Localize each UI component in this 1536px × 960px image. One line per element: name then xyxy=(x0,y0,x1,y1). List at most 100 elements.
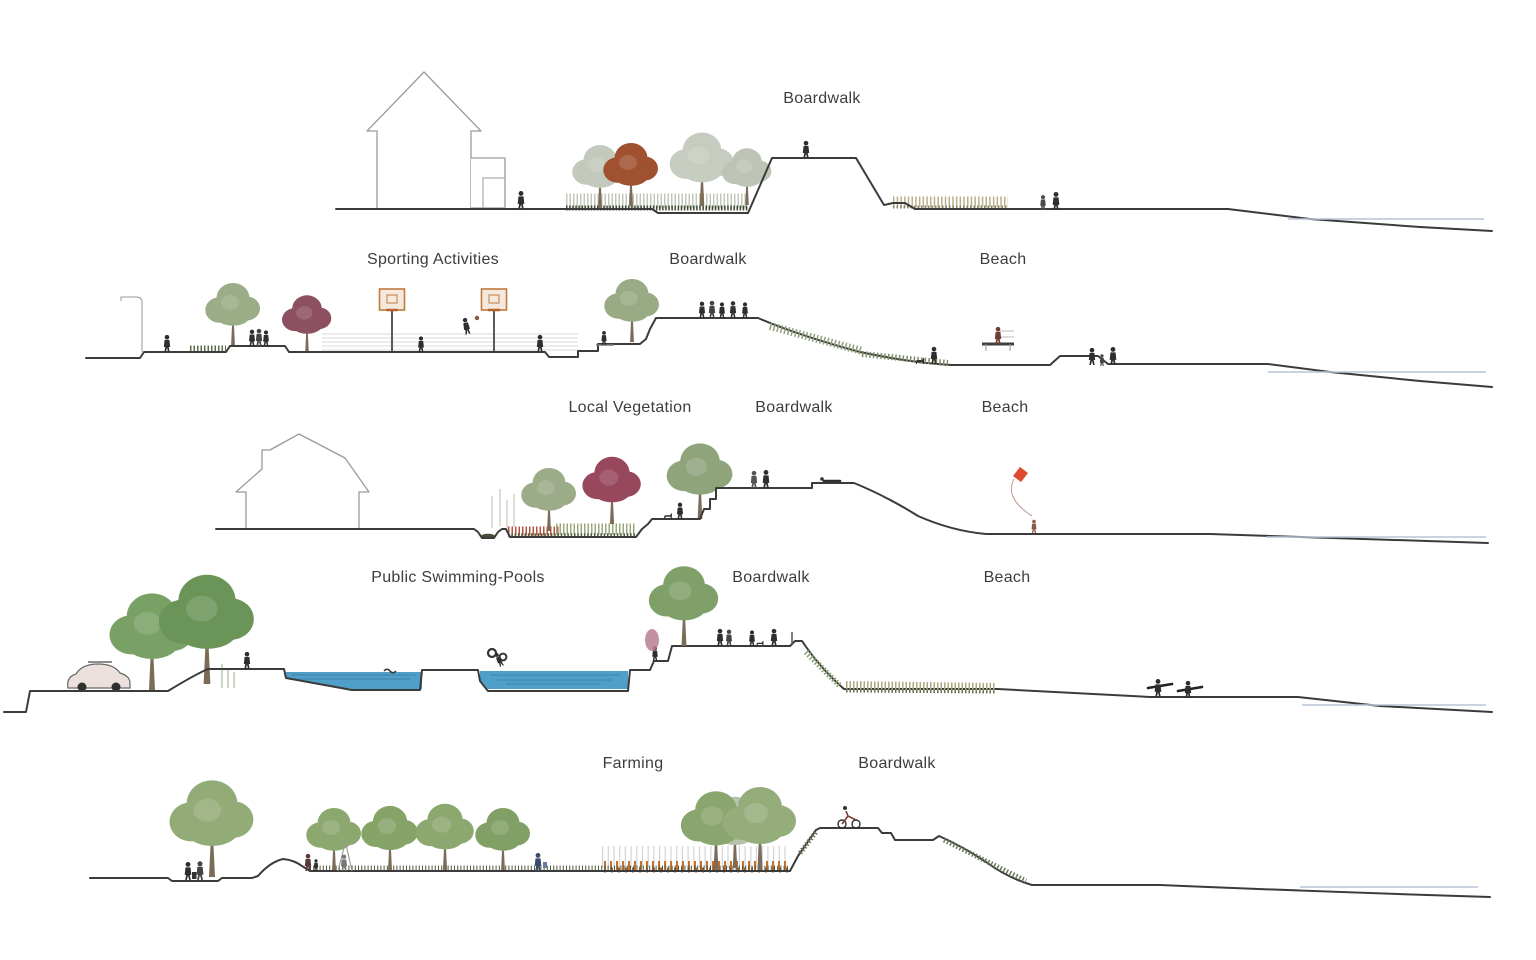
orchard-tree xyxy=(414,802,475,872)
surfer xyxy=(1184,680,1192,698)
family-person xyxy=(1109,347,1117,365)
tall-stems xyxy=(491,489,515,528)
section-label: Sporting Activities xyxy=(367,251,499,268)
slope-grass-band xyxy=(942,837,1028,884)
section-label: Boardwalk xyxy=(858,755,936,772)
group-person xyxy=(255,328,263,346)
basketball xyxy=(474,315,480,321)
tree xyxy=(665,442,734,520)
orchard-tree xyxy=(305,807,362,872)
terrain-line xyxy=(335,157,1493,232)
terrain-line xyxy=(89,827,1491,898)
surfer xyxy=(1154,679,1162,697)
person-with-dog xyxy=(676,502,684,519)
tree xyxy=(603,278,660,343)
orchard-tree xyxy=(474,807,531,872)
swimmer xyxy=(383,668,397,674)
swimming-pools xyxy=(286,647,628,689)
car xyxy=(67,661,131,692)
ladder xyxy=(337,839,353,872)
dune-grass-band xyxy=(803,649,843,689)
house-outline xyxy=(366,71,506,209)
surfers xyxy=(1146,679,1204,698)
family-person xyxy=(1088,347,1096,365)
person-figure xyxy=(517,191,525,209)
kite xyxy=(1013,467,1028,482)
section-5: Farming Boardwalk xyxy=(89,755,1491,898)
slope-grass-band xyxy=(798,830,818,855)
section-label: Public Swimming-Pools xyxy=(371,569,544,586)
terrain-line xyxy=(215,482,1489,544)
terrain-line xyxy=(85,317,1493,388)
boardwalk-person xyxy=(742,302,748,318)
boardwalk-person xyxy=(698,301,706,318)
terrain-line xyxy=(3,640,1493,713)
big-tree xyxy=(157,573,256,686)
child-with-kite xyxy=(1031,519,1037,533)
beach-person xyxy=(1052,192,1060,210)
cyclist xyxy=(837,806,861,829)
travelers xyxy=(184,861,204,880)
boardwalk-person xyxy=(725,629,733,646)
bag xyxy=(543,862,547,868)
dune-grass-band xyxy=(768,322,864,355)
boardwalk-person xyxy=(749,630,755,646)
section-label: Boardwalk xyxy=(755,399,833,416)
swim-ring xyxy=(486,647,498,659)
section-4: Public Swimming-Pools Boardwalk Beach xyxy=(3,565,1493,713)
pink-shrub xyxy=(645,629,659,651)
section-label: Local Vegetation xyxy=(568,399,691,416)
section-1: Boardwalk xyxy=(335,71,1493,232)
street-lamp xyxy=(120,296,143,352)
lifeguard-platform xyxy=(982,326,1014,351)
orchard-tree xyxy=(360,805,419,872)
boardwalk-person xyxy=(719,302,725,318)
beach-grass-band xyxy=(845,681,997,693)
section-label: Boardwalk xyxy=(669,251,747,268)
section-label: Beach xyxy=(984,569,1031,586)
boardwalk-person xyxy=(708,300,716,318)
jumping-player xyxy=(461,317,471,335)
person-figure xyxy=(196,861,204,880)
bird-swarm xyxy=(478,468,535,486)
sunbather xyxy=(820,477,842,483)
boardwalk-person xyxy=(770,628,778,646)
bird-flock xyxy=(690,96,765,120)
boardwalk-person xyxy=(750,470,758,488)
magenta-tree xyxy=(581,455,642,525)
family-child xyxy=(1099,354,1105,366)
person-figure xyxy=(243,651,251,669)
section-label: Boardwalk xyxy=(783,90,861,107)
water-texture xyxy=(292,674,620,685)
tree xyxy=(520,467,577,532)
house-outline xyxy=(235,433,370,528)
section-label: Farming xyxy=(603,755,664,772)
sitting-person xyxy=(601,330,607,345)
section-label: Beach xyxy=(982,399,1029,416)
court-wall-stripes xyxy=(322,333,578,351)
shrub-stems xyxy=(221,664,235,688)
boardwalk-person xyxy=(762,470,770,488)
seabird-flock xyxy=(1030,796,1105,820)
house-body xyxy=(366,71,482,208)
section-label: Boardwalk xyxy=(732,569,810,586)
section-label: Beach xyxy=(980,251,1027,268)
house-annex xyxy=(471,157,506,209)
child-figure xyxy=(313,859,319,871)
tree xyxy=(647,565,720,647)
boardwalk-person xyxy=(716,628,724,646)
person-figure xyxy=(163,334,171,352)
person-figure xyxy=(184,862,192,880)
person-on-boardwalk xyxy=(802,140,810,158)
kite-string xyxy=(1010,478,1033,517)
beach-person xyxy=(1040,195,1046,210)
suitcase xyxy=(192,872,197,879)
bird-flock xyxy=(600,790,683,816)
section-3: Local Vegetation Boardwalk Beach xyxy=(215,399,1489,544)
group-person xyxy=(248,329,256,346)
lifeguard xyxy=(994,326,1002,344)
boardwalk-person xyxy=(729,301,737,318)
magenta-tree xyxy=(281,294,332,353)
